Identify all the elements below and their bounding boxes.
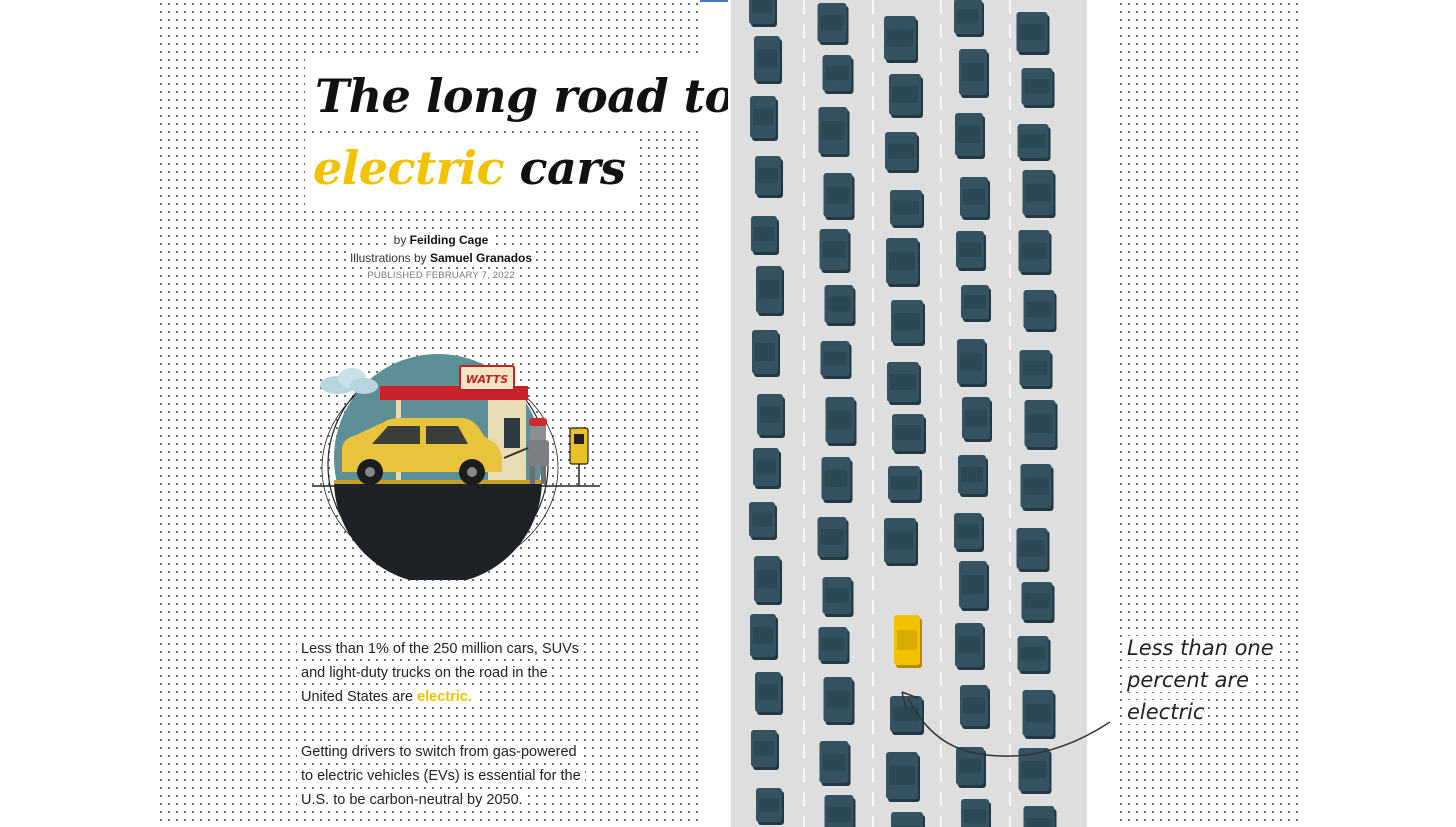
car-top-view xyxy=(820,341,852,379)
car-top-view xyxy=(886,752,920,802)
car-top-view xyxy=(751,730,779,770)
car-top-view xyxy=(752,330,780,377)
car-top-view xyxy=(888,466,922,503)
annotation-note: Less than one percent are electric xyxy=(1124,632,1294,728)
car-top-view xyxy=(818,107,850,157)
car-top-view xyxy=(754,36,782,84)
car-top-view xyxy=(954,0,984,37)
author-link[interactable]: Feilding Cage xyxy=(409,233,489,247)
title-line-1: The long road to xyxy=(305,57,747,129)
watts-sign-text: WATTS xyxy=(466,373,508,386)
car-top-view xyxy=(954,513,984,552)
car-top-view xyxy=(1021,68,1055,108)
car-top-view xyxy=(749,0,777,27)
car-top-view xyxy=(824,285,856,326)
car-top-view xyxy=(960,685,990,729)
car-top-view xyxy=(1020,464,1054,511)
car-top-view xyxy=(824,795,856,827)
car-top-view xyxy=(1023,806,1057,827)
car-top-view xyxy=(753,448,781,489)
highway-cars-graphic xyxy=(728,0,1090,827)
car-top-view xyxy=(959,561,989,611)
car-top-view xyxy=(887,362,921,405)
car-top-view xyxy=(892,414,926,454)
car-top-view xyxy=(955,623,985,670)
charging-station-icon xyxy=(569,427,589,486)
car-top-view xyxy=(755,672,783,715)
car-top-view xyxy=(750,96,778,141)
byline-author: by Feilding Cage xyxy=(300,232,582,248)
car-top-view xyxy=(1023,290,1057,332)
car-top-view xyxy=(891,300,925,346)
title-accent-word: electric xyxy=(313,141,504,195)
car-top-view xyxy=(817,517,849,560)
second-paragraph: Getting drivers to switch from gas-power… xyxy=(297,740,597,812)
car-top-view xyxy=(1018,748,1052,794)
car-top-view xyxy=(955,113,985,159)
car-top-view xyxy=(884,16,918,63)
car-top-view xyxy=(884,518,918,566)
car-top-view xyxy=(1017,124,1051,161)
car-top-view xyxy=(1021,582,1055,623)
car-top-view xyxy=(819,741,851,786)
illustrator-link[interactable]: Samuel Granados xyxy=(430,251,533,265)
car-top-view xyxy=(1022,690,1056,739)
car-top-view xyxy=(821,457,853,503)
annotation-arrow xyxy=(890,680,1120,775)
byline-illustrator: Illustrations by Samuel Granados xyxy=(300,250,582,266)
car-top-view xyxy=(961,285,991,322)
electric-highlight: electric. xyxy=(417,689,472,705)
car-top-view xyxy=(823,173,855,220)
car-top-view xyxy=(823,677,855,725)
car-top-view xyxy=(957,339,987,387)
car-top-view xyxy=(751,216,779,255)
electric-car-yellow xyxy=(894,615,922,668)
car-top-view xyxy=(961,799,991,827)
car-top-view xyxy=(755,156,783,198)
car-top-view xyxy=(886,238,920,287)
car-top-view xyxy=(819,229,851,273)
car-top-view xyxy=(960,177,990,220)
car-top-view xyxy=(962,397,992,442)
car-top-view xyxy=(885,132,919,173)
car-top-view xyxy=(956,231,986,271)
car-top-view xyxy=(825,397,857,446)
car-top-view xyxy=(750,614,778,660)
car-top-view xyxy=(1022,170,1056,218)
car-top-view xyxy=(956,747,986,788)
car-top-view xyxy=(1017,636,1051,674)
car-top-view xyxy=(757,394,785,438)
car-top-view xyxy=(890,696,924,735)
yellow-car xyxy=(342,418,502,485)
car-top-view xyxy=(818,627,850,664)
car-top-view xyxy=(1016,12,1050,55)
car-top-view xyxy=(756,266,784,316)
cloud-icon xyxy=(320,368,378,394)
robot-figure xyxy=(503,418,549,484)
car-top-view xyxy=(754,556,782,605)
car-top-view xyxy=(959,49,989,98)
published-date: PUBLISHED FEBRUARY 7, 2022 xyxy=(300,269,582,282)
car-top-view xyxy=(749,502,777,540)
car-top-view xyxy=(958,455,988,497)
car-top-view xyxy=(817,3,849,45)
car-top-view xyxy=(890,190,924,228)
car-top-view xyxy=(822,55,854,94)
car-top-view xyxy=(1018,230,1052,275)
car-top-view xyxy=(891,812,925,827)
title-line-2: electric cars xyxy=(305,133,638,207)
title-rest: cars xyxy=(503,141,626,195)
car-top-view xyxy=(889,74,923,118)
intro-paragraph: Less than 1% of the 250 million cars, SU… xyxy=(297,637,597,709)
ev-charging-station-illustration: WATTS xyxy=(308,340,608,585)
car-top-view xyxy=(756,788,784,825)
car-top-view xyxy=(1024,400,1058,450)
car-top-view xyxy=(822,577,854,617)
car-top-view xyxy=(1019,350,1053,389)
car-top-view xyxy=(1016,528,1050,572)
